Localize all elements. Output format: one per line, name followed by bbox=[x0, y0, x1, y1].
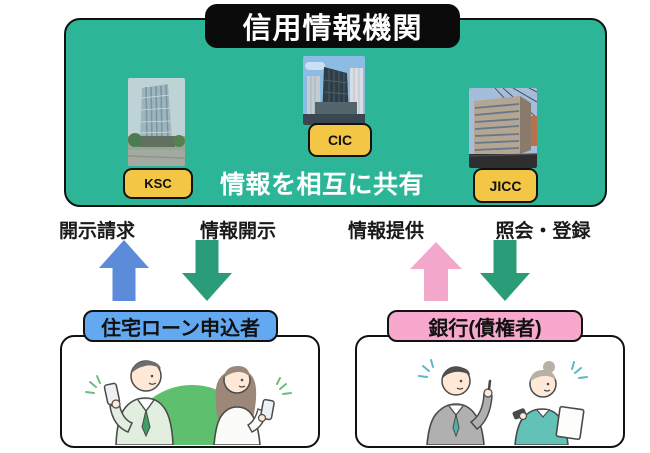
cic-building-photo bbox=[303, 56, 365, 125]
bureau-tag-jicc: JICC bbox=[473, 168, 538, 203]
building-icon bbox=[303, 56, 365, 125]
bureau-tag-cic: CIC bbox=[308, 123, 372, 157]
ksc-building-photo bbox=[128, 78, 185, 166]
arrow-up-blue bbox=[99, 240, 149, 301]
arrow-down-green-left bbox=[182, 240, 232, 301]
flow-label-information-provision: 情報提供 bbox=[347, 221, 424, 242]
bankers-icon bbox=[418, 359, 588, 445]
bank-illustration bbox=[365, 352, 615, 445]
arrow-down-green-right bbox=[480, 240, 530, 301]
arrow-up-pink bbox=[410, 242, 462, 301]
page-title: 信用情報機関 bbox=[205, 4, 460, 48]
people-with-phones-icon bbox=[85, 360, 292, 445]
jicc-building-photo bbox=[469, 88, 537, 168]
flow-label-disclosure-request: 開示請求 bbox=[58, 221, 135, 242]
building-icon bbox=[128, 78, 185, 166]
flow-label-inquiry-registration: 照会・登録 bbox=[495, 221, 591, 242]
applicant-illustration bbox=[70, 350, 310, 445]
applicant-tag: 住宅ローン申込者 bbox=[83, 310, 278, 342]
bank-tag: 銀行(債権者) bbox=[387, 310, 583, 342]
building-icon bbox=[469, 88, 537, 168]
share-text: 情報を相互に共有 bbox=[219, 171, 424, 199]
bureau-tag-ksc: KSC bbox=[123, 168, 193, 199]
flow-label-information-disclosure: 情報開示 bbox=[199, 221, 276, 242]
